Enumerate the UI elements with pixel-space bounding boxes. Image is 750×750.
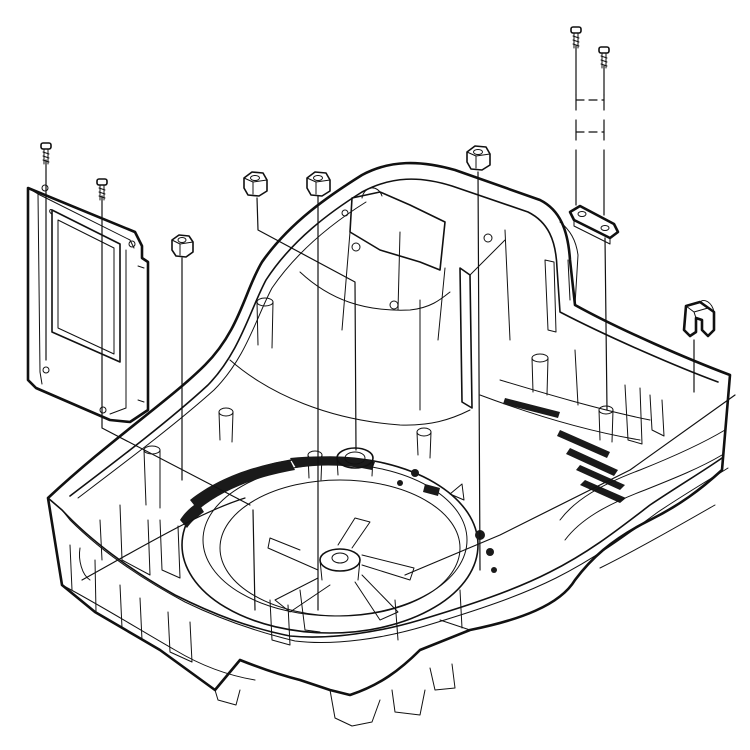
plate-hole bbox=[128, 240, 136, 248]
housing-inner-rim bbox=[69, 178, 719, 497]
hex-nut bbox=[243, 171, 268, 197]
right-wall-slot bbox=[544, 259, 557, 333]
cover-window bbox=[51, 209, 121, 363]
lower-housing bbox=[46, 161, 732, 727]
screw bbox=[570, 26, 582, 49]
plate-hole bbox=[42, 366, 50, 374]
boss-post bbox=[143, 445, 161, 509]
marking-dot bbox=[411, 469, 419, 477]
hex-nut bbox=[306, 171, 331, 197]
right-vent-slots bbox=[503, 398, 626, 503]
cover-plate bbox=[26, 184, 150, 424]
screw bbox=[40, 142, 52, 165]
leader-lines bbox=[45, 45, 736, 611]
hex-nut bbox=[466, 145, 491, 171]
boss-post bbox=[256, 297, 274, 349]
mount-hole bbox=[483, 233, 493, 243]
screw bbox=[598, 46, 610, 69]
mesh-vent bbox=[190, 460, 295, 510]
center-boss bbox=[336, 447, 374, 477]
boss-post bbox=[598, 405, 614, 443]
fan-impeller bbox=[267, 517, 415, 633]
plate-hole bbox=[41, 184, 49, 192]
housing-front-lip bbox=[47, 457, 723, 638]
plate-hole bbox=[99, 406, 107, 414]
housing-outer-rim bbox=[46, 161, 732, 697]
front-cutout bbox=[167, 611, 193, 663]
boss-post bbox=[416, 427, 432, 459]
warning-triangle bbox=[449, 483, 465, 501]
boss-post bbox=[218, 407, 234, 443]
bracket-strip bbox=[568, 204, 620, 245]
mount-hole bbox=[351, 242, 361, 252]
clip bbox=[682, 299, 716, 338]
mount-hole bbox=[389, 300, 399, 310]
central-tower bbox=[349, 191, 446, 271]
mount-hole bbox=[341, 209, 349, 217]
housing-foot bbox=[329, 689, 381, 727]
boss-post bbox=[531, 353, 549, 396]
front-cutout bbox=[119, 584, 143, 641]
hex-nut bbox=[171, 234, 194, 258]
screw bbox=[96, 178, 108, 201]
